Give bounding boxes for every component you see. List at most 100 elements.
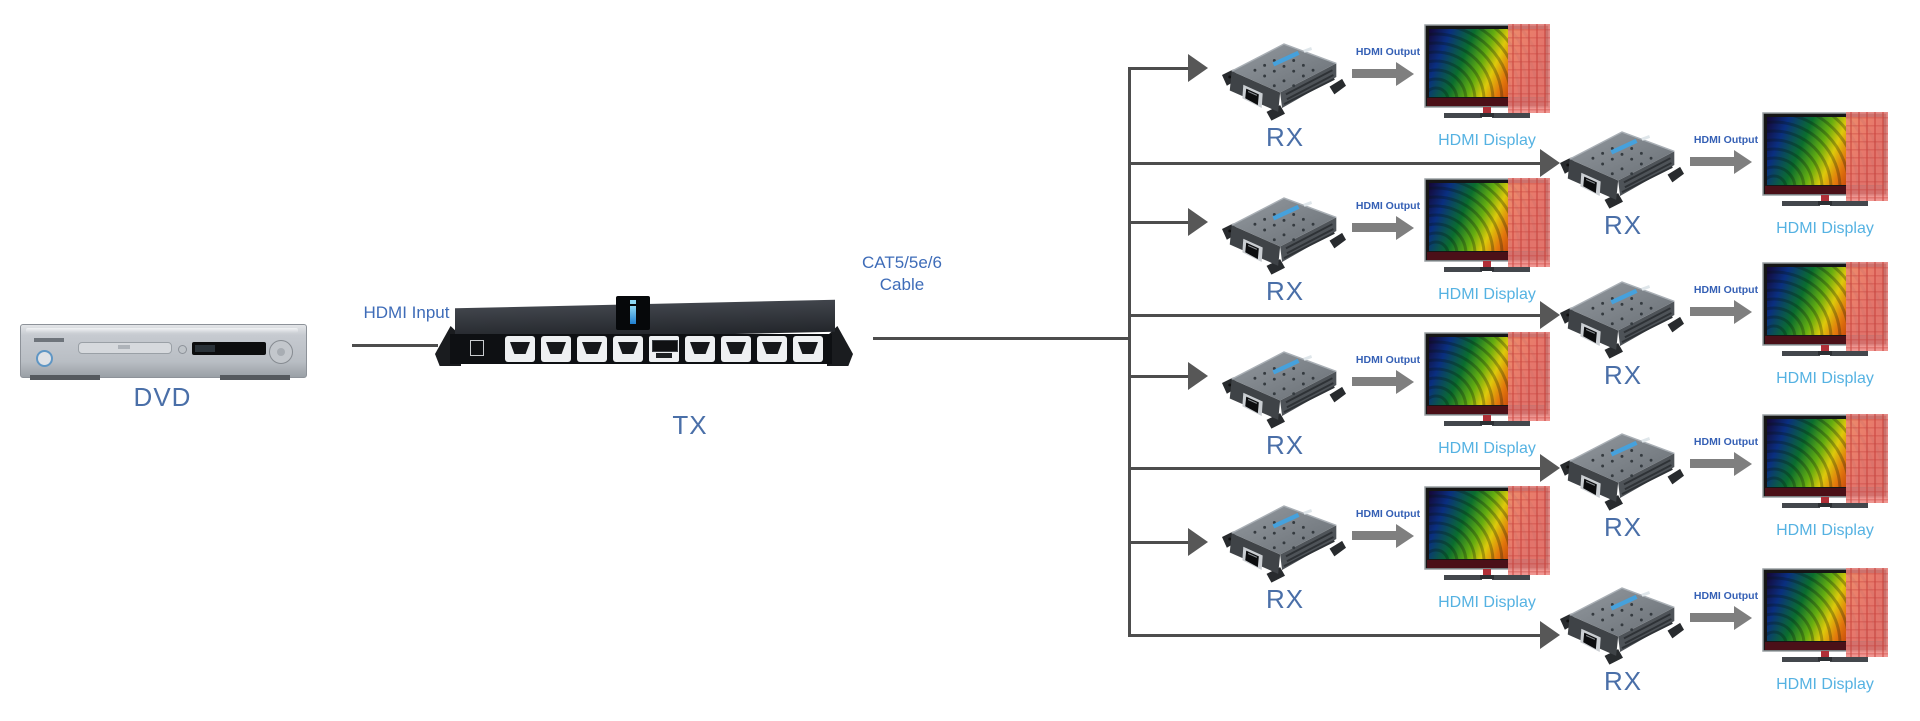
- hdmi-display-image: [1762, 568, 1888, 666]
- hdmi-output-label: HDMI Output: [1693, 134, 1759, 146]
- hdmi-port-icon: [505, 336, 535, 362]
- receiver-unit: RX HDMI Output HDMI Display: [1222, 338, 1562, 460]
- rx-label: RX: [1265, 122, 1305, 152]
- branch-line: [1128, 467, 1540, 470]
- hdmi-display-image: [1762, 262, 1888, 360]
- jog-dial-icon: [269, 340, 293, 364]
- rx-extender-image: [1222, 184, 1346, 276]
- branch-line: [1128, 314, 1540, 317]
- hdmi-port-icon: [721, 336, 751, 362]
- tx-label: TX: [672, 410, 708, 440]
- hdmi-display-label: HDMI Display: [1438, 440, 1536, 457]
- hdmi-display-image: [1424, 332, 1550, 430]
- dvd-brand-mark: [34, 338, 64, 342]
- hdmi-port-icon: [757, 336, 787, 362]
- dvd-player-image: [20, 312, 307, 422]
- branch-line: [1128, 67, 1188, 70]
- hdmi-port-row: [505, 336, 823, 362]
- block-arrow-right-icon: [1352, 377, 1396, 386]
- arrow-right-icon: [1188, 54, 1208, 82]
- receiver-unit: RX HDMI Output HDMI Display: [1560, 118, 1900, 240]
- branch-line: [1128, 221, 1188, 224]
- arrow-right-icon: [1188, 528, 1208, 556]
- hdmi-display-image: [1424, 178, 1550, 276]
- hdmi-output-label: HDMI Output: [1693, 590, 1759, 602]
- receiver-unit: RX HDMI Output HDMI Display: [1222, 492, 1562, 614]
- block-arrow-right-icon: [1352, 69, 1396, 78]
- hdmi-input-line: [352, 344, 438, 347]
- rx-label: RX: [1265, 276, 1305, 306]
- block-arrow-right-icon: [1690, 307, 1734, 316]
- hdmi-display-label: HDMI Display: [1776, 370, 1874, 387]
- hdmi-display-image: [1762, 112, 1888, 210]
- receiver-unit: RX HDMI Output HDMI Display: [1222, 30, 1562, 152]
- usb-port-icon: [649, 336, 679, 362]
- rx-extender-image: [1222, 492, 1346, 584]
- hdmi-port-icon: [541, 336, 571, 362]
- hdmi-display-label: HDMI Display: [1776, 522, 1874, 539]
- hdmi-output-label: HDMI Output: [1355, 354, 1421, 366]
- rx-label: RX: [1603, 360, 1643, 390]
- rx-extender-image: [1560, 118, 1684, 210]
- hdmi-display-image: [1424, 486, 1550, 584]
- branch-line: [1128, 541, 1188, 544]
- block-arrow-right-icon: [1690, 157, 1734, 166]
- rx-label: RX: [1603, 210, 1643, 240]
- rx-label: RX: [1265, 584, 1305, 614]
- disc-tray: [78, 342, 172, 354]
- branch-line: [1128, 162, 1540, 165]
- arrow-right-icon: [1540, 301, 1560, 329]
- rx-extender-image: [1560, 574, 1684, 666]
- hdmi-output-label: HDMI Output: [1355, 508, 1421, 520]
- cat5-cable-line: [873, 337, 1131, 340]
- distribution-bus-line: [1128, 67, 1131, 637]
- hdmi-output-label: HDMI Output: [1355, 46, 1421, 58]
- arrow-right-icon: [1188, 362, 1208, 390]
- hdmi-port-icon: [577, 336, 607, 362]
- block-arrow-right-icon: [1690, 613, 1734, 622]
- hdmi-display-image: [1762, 414, 1888, 512]
- hdmi-port-icon: [685, 336, 715, 362]
- hdmi-output-label: HDMI Output: [1693, 284, 1759, 296]
- hdmi-port-icon: [793, 336, 823, 362]
- hdmi-display-label: HDMI Display: [1438, 132, 1536, 149]
- block-arrow-right-icon: [1352, 223, 1396, 232]
- receiver-unit: RX HDMI Output HDMI Display: [1560, 420, 1900, 542]
- dvd-display-window: [192, 342, 266, 355]
- branch-line: [1128, 634, 1540, 637]
- rx-extender-image: [1222, 30, 1346, 122]
- hdmi-display-label: HDMI Display: [1438, 286, 1536, 303]
- rx-extender-image: [1560, 268, 1684, 360]
- cable-label-line1: CAT5/5e/6: [861, 253, 942, 272]
- arrow-right-icon: [1540, 149, 1560, 177]
- hdmi-display-label: HDMI Display: [1776, 676, 1874, 693]
- receiver-unit: RX HDMI Output HDMI Display: [1560, 574, 1900, 696]
- branch-line: [1128, 375, 1188, 378]
- tx-device-image: [433, 296, 853, 372]
- receiver-unit: RX HDMI Output HDMI Display: [1222, 184, 1562, 306]
- power-button-icon: [36, 350, 53, 367]
- rx-extender-image: [1222, 338, 1346, 430]
- hdmi-display-label: HDMI Display: [1776, 220, 1874, 237]
- arrow-right-icon: [1540, 621, 1560, 649]
- brand-logo-icon: [616, 296, 650, 330]
- rx-extender-image: [1560, 420, 1684, 512]
- rx-label: RX: [1603, 512, 1643, 542]
- dvd-label: DVD: [133, 382, 192, 412]
- block-arrow-right-icon: [1352, 531, 1396, 540]
- rx-label: RX: [1603, 666, 1643, 696]
- cable-label: CAT5/5e/6 Cable: [843, 252, 961, 296]
- hdmi-output-label: HDMI Output: [1355, 200, 1421, 212]
- arrow-right-icon: [1540, 454, 1560, 482]
- rx-label: RX: [1265, 430, 1305, 460]
- hdmi-display-image: [1424, 24, 1550, 122]
- hdmi-port-icon: [613, 336, 643, 362]
- block-arrow-right-icon: [1690, 459, 1734, 468]
- hdmi-output-label: HDMI Output: [1693, 436, 1759, 448]
- receiver-unit: RX HDMI Output HDMI Display: [1560, 268, 1900, 390]
- arrow-right-icon: [1188, 208, 1208, 236]
- hdmi-input-label: HDMI Input: [363, 303, 450, 322]
- hdmi-display-label: HDMI Display: [1438, 594, 1536, 611]
- cable-label-line2: Cable: [879, 275, 925, 294]
